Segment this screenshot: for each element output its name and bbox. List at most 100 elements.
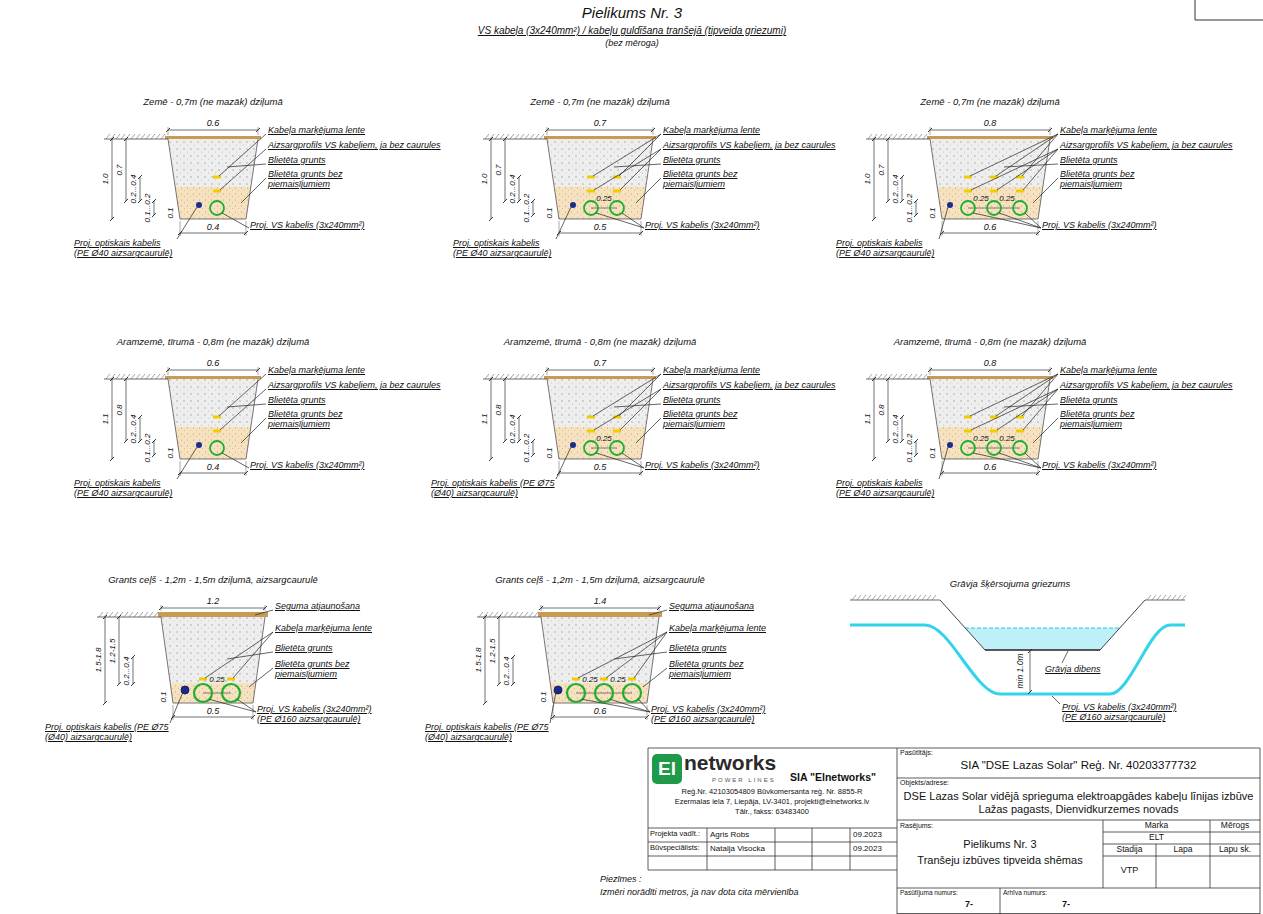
trench-outline [168,379,258,459]
dimension-value: min 1.0m [1016,654,1026,689]
ground-hatch [1147,595,1151,600]
title-block-rule [897,748,898,914]
ground-hatch [146,134,150,139]
dimension-value: 0.25 [596,435,612,443]
ground-hatch [913,134,917,139]
table-cell: 09.2023 [853,830,882,839]
callout-label: Proj. VS kabelis (3x240mm²) (PE Ø160 aiz… [651,704,773,725]
dimension-value: 0.5 [594,462,607,472]
callout-label: Kabeļa marķējuma lente [275,623,372,633]
dimension-line [513,657,514,684]
ground-hatch [485,374,489,379]
callout-label: Aizsargprofils VS kabeļiem, ja bez cauru… [1060,140,1233,150]
ground-hatch [893,374,897,379]
dimension-line [888,379,889,441]
callout-label: Proj. VS kabelis (3x240mm²) [250,220,365,230]
dimension-line [874,139,875,219]
dimension-line [902,177,903,201]
dimension-value: 0.1...0.2 [905,194,914,223]
ground-hatch [1177,595,1181,600]
dimension-value: 0.25 [973,195,989,203]
ground-hatch [535,134,539,139]
marker-tape [1016,416,1024,419]
ground-hatch [1172,595,1176,600]
callout-label: Proj. optiskais kabelis (PE Ø75 (Ø40) ai… [45,722,171,743]
extension-line [258,367,259,375]
dimension-tick [503,377,507,381]
leader-line [237,699,256,712]
leader-line [227,652,273,659]
dimension-tick [1028,649,1032,653]
leader-line [999,213,1041,228]
table-cell: Mērogs [1221,821,1249,831]
company-details: Tālr., fakss: 63483400 [735,808,809,817]
dimension-tick [517,175,521,179]
leader-line [227,164,266,167]
dimension-tick [531,199,535,203]
dimension-tick [489,217,493,221]
ground-hatch [540,374,544,379]
dimension-value: 0.1...0.2 [905,434,914,463]
dimension-value: 0.4 [207,222,220,232]
leader-line [594,389,661,430]
callout-label: Kabeļa marķējuma lente [268,365,365,375]
dimension-line [559,473,641,474]
dimension-value: 0.1 [166,207,175,218]
ground-hatch [146,374,150,379]
section-title: Grants ceļš - 1,2m - 1,5m dziļumā, aizsa… [495,575,705,586]
callout-label: Kabeļa marķējuma lente [268,125,365,135]
ground-hatch [1167,595,1171,600]
ground-hatch [510,134,514,139]
dimension-line [519,177,520,201]
sand-bedding [937,427,1043,459]
ground-hatch [525,134,529,139]
extension-line [653,127,654,135]
leader-line [578,632,667,678]
extension-line [161,605,162,611]
callout-label: Blietēta grunts [1060,155,1118,165]
leader-line [550,692,556,723]
dimension-tick [914,213,918,217]
leader-line [636,178,661,203]
leader-line [205,632,273,678]
ground-hatch [154,612,158,617]
dimension-line [994,208,1020,209]
ground-hatch [872,595,876,600]
callout-label: Blietēta grunts [268,155,326,165]
dimension-line [126,379,127,441]
dimension-value: 0.1 [545,447,554,458]
logo-tagline: POWER LINES [712,777,776,784]
dimension-line [203,693,231,694]
marker-tape [227,678,235,681]
dimension-value: 0.1...0.2 [143,194,152,223]
dimension-value: 0.6 [984,462,997,472]
table-cell: Arhīva numurs: [1003,889,1047,896]
dimension-tick [131,682,135,686]
dimension-tick [138,199,142,203]
ground-line [850,600,940,601]
dimension-tick [886,439,890,443]
dimension-value: 0.8 [984,358,997,368]
dimension-value: 0.6 [207,358,220,368]
ground-hatch [106,134,110,139]
ground-hatch [923,374,927,379]
title-block-rule [897,820,1260,821]
extension-line [653,367,654,375]
dimension-tick [124,377,128,381]
dimension-value: 0.6 [984,222,997,232]
ground-hatch [514,612,518,617]
leader-line [973,453,1041,468]
callout-label: Blietēta grunts bez piemaisījumiem [669,659,749,680]
extension-line [641,461,642,476]
dimension-tick [131,655,135,659]
extension-line [168,367,169,375]
dimension-tick [159,606,163,610]
callout-label: Aizsargprofils VS kabeļiem, ja bez cauru… [663,380,836,390]
section-title: Aramzemē, tīrumā - 0,8m (ne mazāk) dziļu… [504,337,697,348]
dimension-value: 0.8 [115,404,124,415]
callout-label: Blietēta grunts bez piemaisījumiem [663,409,743,430]
dimension-value: 1.0 [480,173,489,184]
callout-label: Proj. VS kabelis (3x240mm²) [1042,220,1157,230]
dimension-value: 0.5 [207,706,220,716]
